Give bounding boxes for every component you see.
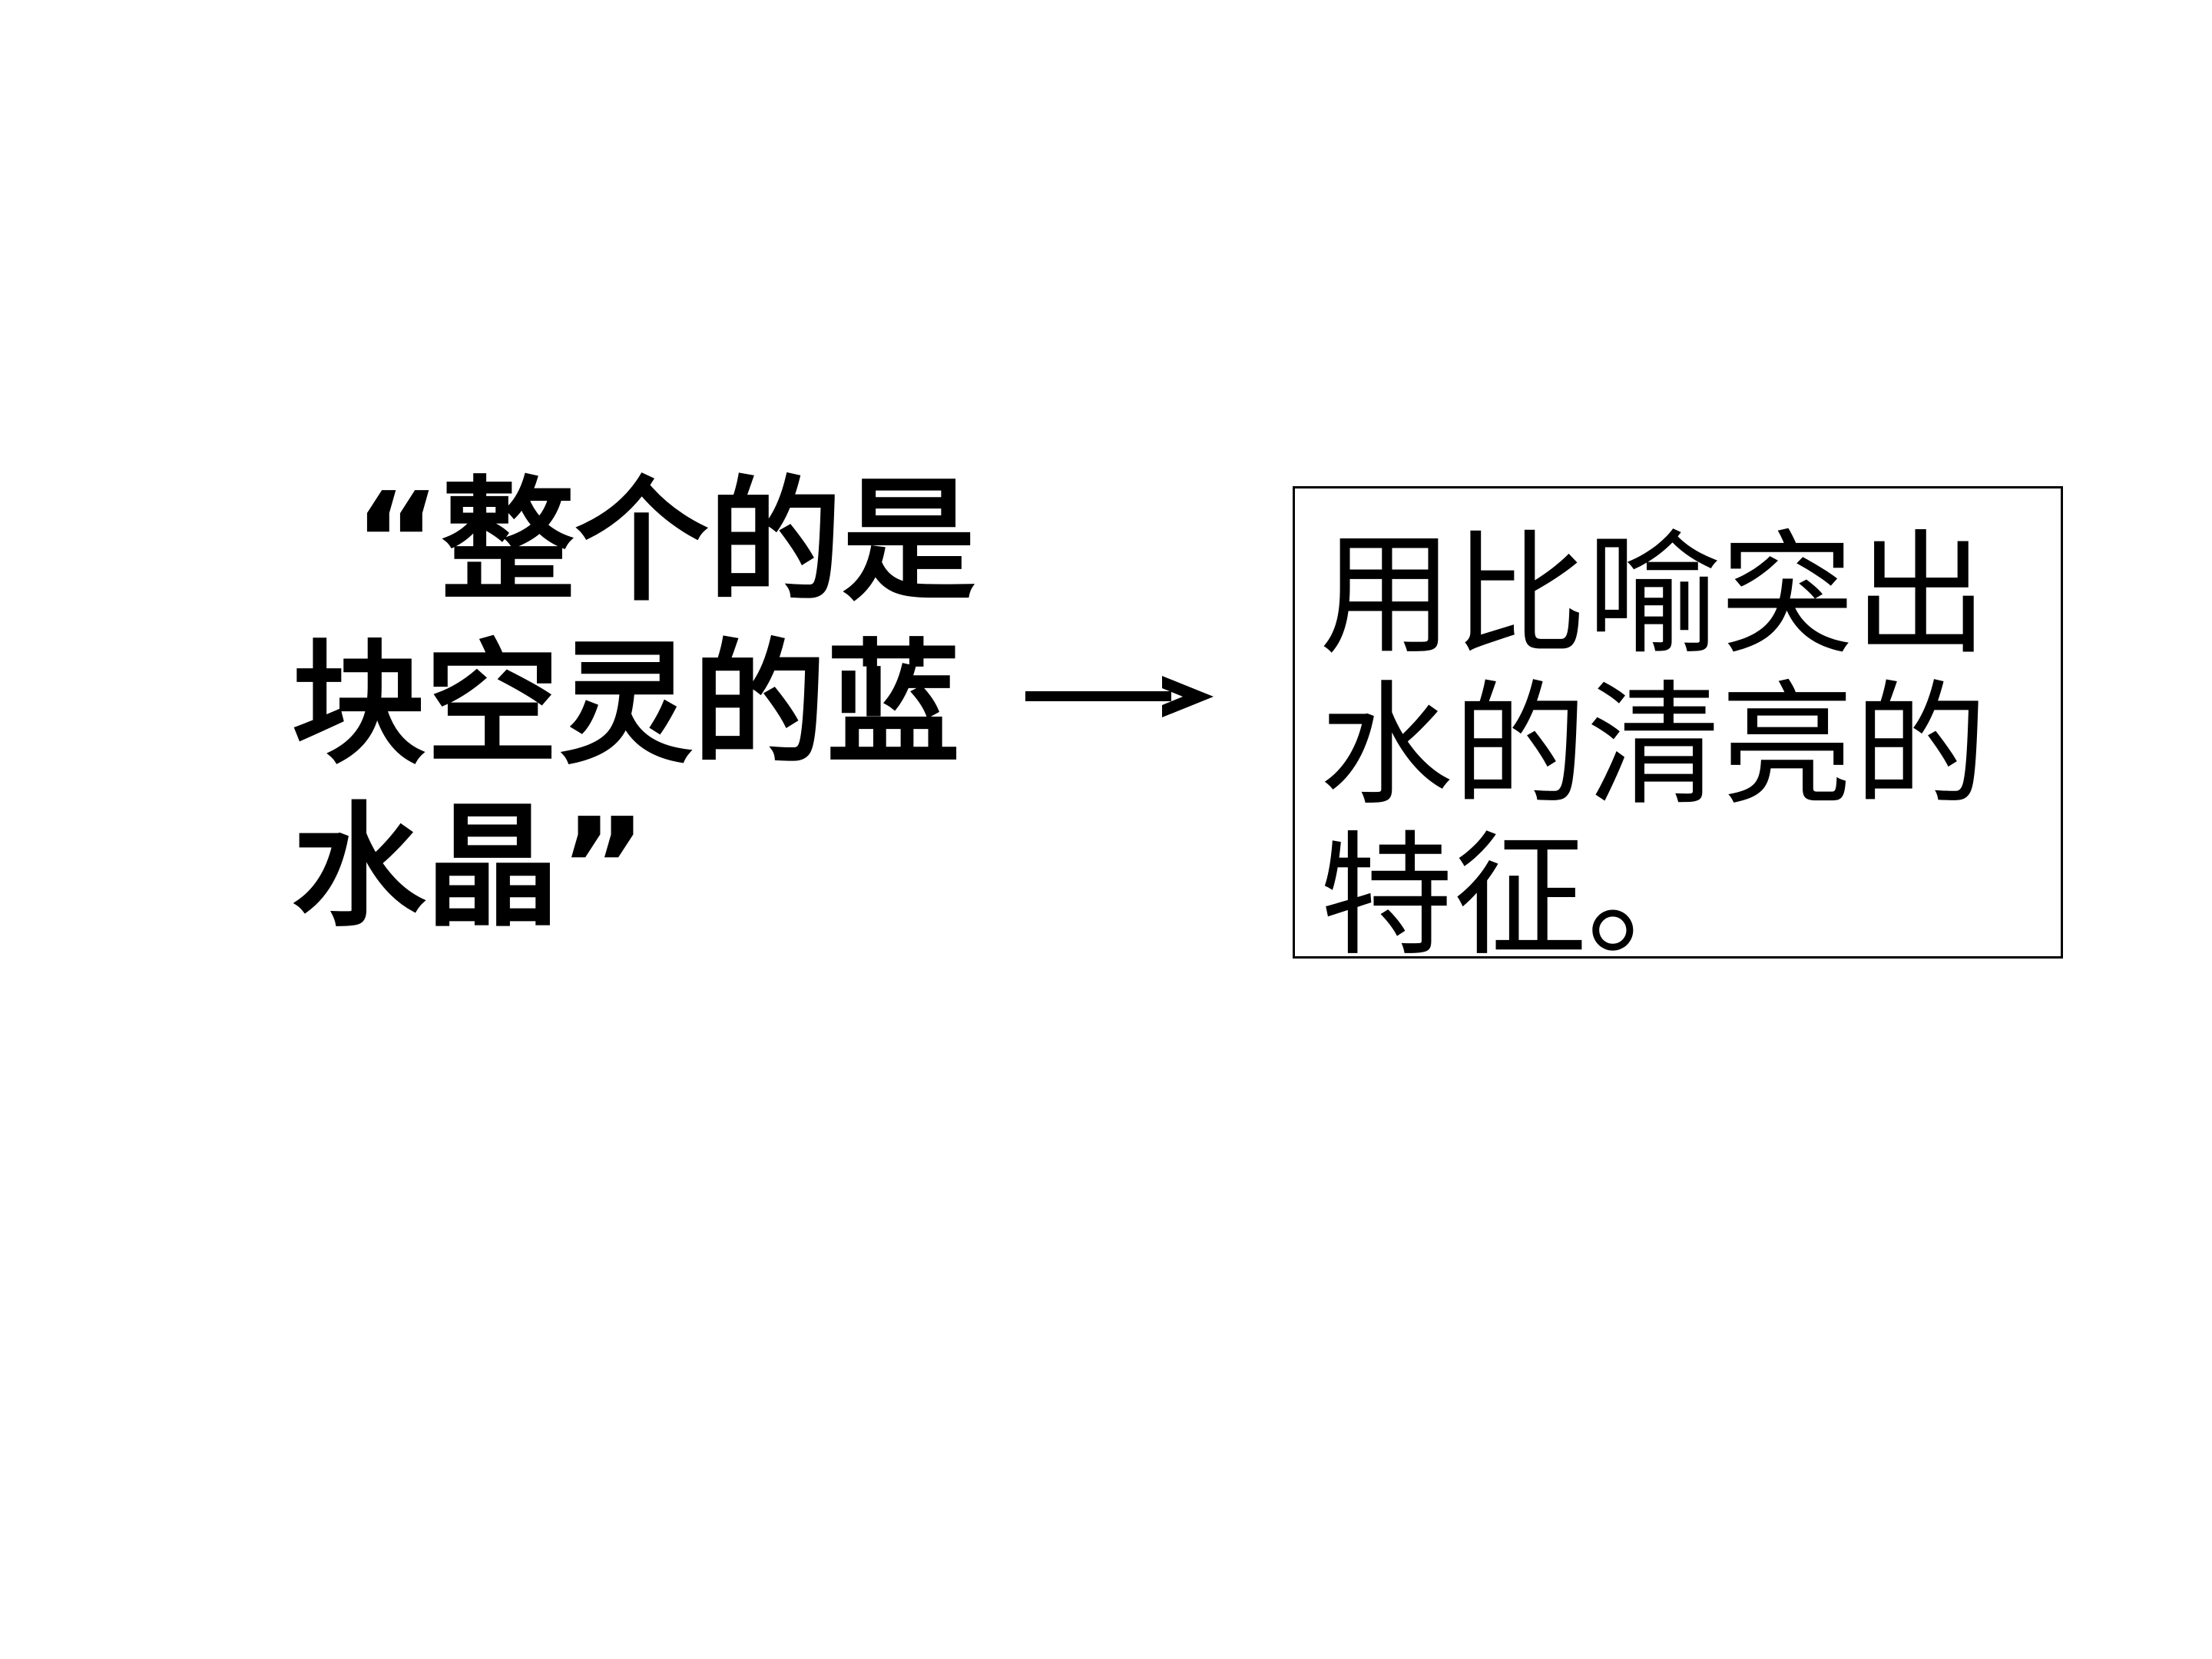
explanation-line: 水的清亮的 — [1320, 668, 1988, 824]
quoted-phrase-line: 块空灵的蓝 — [292, 627, 961, 783]
explanation-line: 用比喻突出 — [1320, 518, 1988, 674]
quoted-phrase-line: “整个的是 — [353, 464, 976, 620]
quoted-phrase: “整个的是 块空灵的蓝 水晶” — [292, 461, 976, 949]
explanation-text: 用比喻突出 水的清亮的 特征。 — [1320, 521, 2011, 972]
explanation-box: 用比喻突出 水的清亮的 特征。 — [1293, 486, 2063, 972]
right-arrow-icon — [1025, 676, 1214, 717]
explanation-line: 特征。 — [1320, 819, 1721, 975]
quoted-phrase-line: 水晶” — [292, 790, 647, 945]
